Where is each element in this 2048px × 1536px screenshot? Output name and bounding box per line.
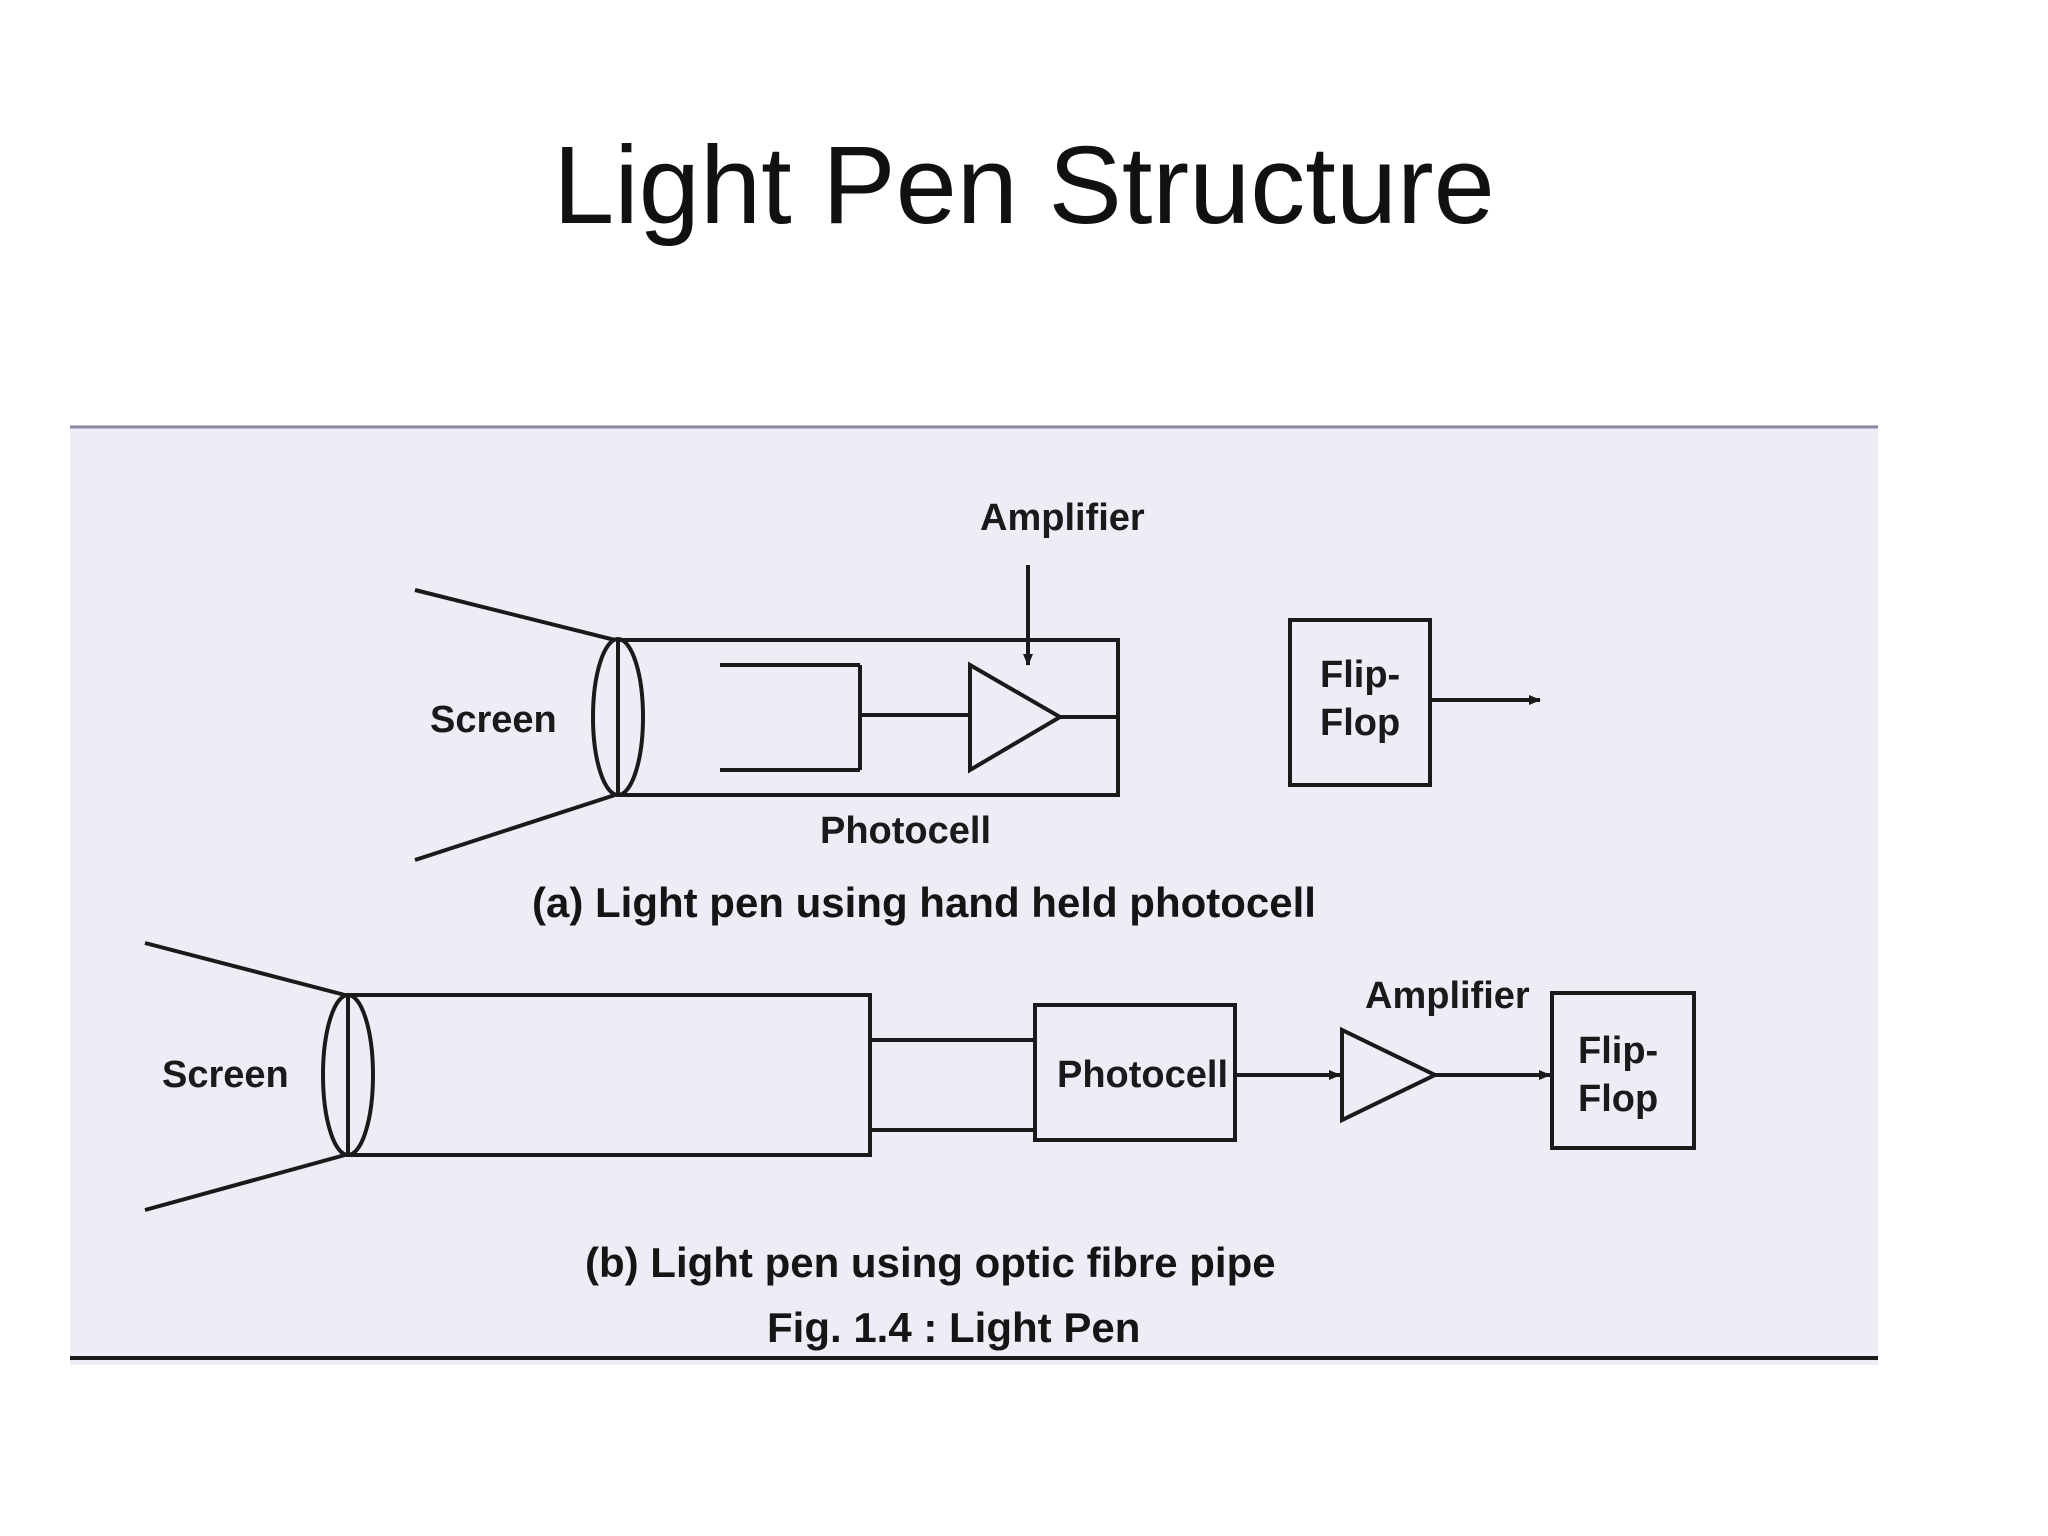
diagram-a — [414, 565, 1541, 862]
flipflop-label-line2-b: Flop — [1578, 1078, 1658, 1120]
diagram-b — [144, 941, 1696, 1212]
flipflop-box-b — [1550, 991, 1696, 1150]
screen-cone-upper-a — [414, 588, 616, 642]
pen-body-a — [616, 638, 1120, 797]
amplifier-triangle-a — [968, 661, 1064, 774]
flipflop-label-line1-b: Flip- — [1578, 1030, 1658, 1072]
caption-b: (b) Light pen using optic fibre pipe — [585, 1239, 1276, 1286]
screen-cone-lower-b — [144, 1153, 346, 1212]
photocell-label-b: Photocell — [1057, 1054, 1228, 1096]
photocell-box-b — [1033, 1003, 1237, 1142]
flipflop-label-line2-a: Flop — [1320, 702, 1400, 744]
screen-label-a: Screen — [430, 699, 557, 741]
flipflop-label-line1-a: Flip- — [1320, 654, 1400, 696]
photocell-label-a: Photocell — [820, 810, 991, 852]
amplifier-triangle-b — [1340, 1026, 1440, 1124]
amplifier-label-b: Amplifier — [1365, 975, 1530, 1017]
slide-title: Light Pen Structure — [553, 124, 1495, 247]
screen-cone-upper-b — [144, 941, 346, 997]
caption-a: (a) Light pen using hand held photocell — [532, 879, 1316, 926]
light-pen-diagram: Screen Amplifier Photocell Flip- Flop (a… — [70, 425, 1878, 1360]
flipflop-box-a — [1288, 618, 1432, 787]
screen-cone-lower-a — [414, 793, 616, 862]
fibre-pipe-b — [346, 993, 872, 1157]
amplifier-label-a: Amplifier — [980, 497, 1145, 539]
screen-label-b: Screen — [162, 1054, 289, 1096]
figure-caption: Fig. 1.4 : Light Pen — [767, 1304, 1140, 1351]
light-pen-figure: Screen Amplifier Photocell Flip- Flop (a… — [70, 425, 1878, 1365]
